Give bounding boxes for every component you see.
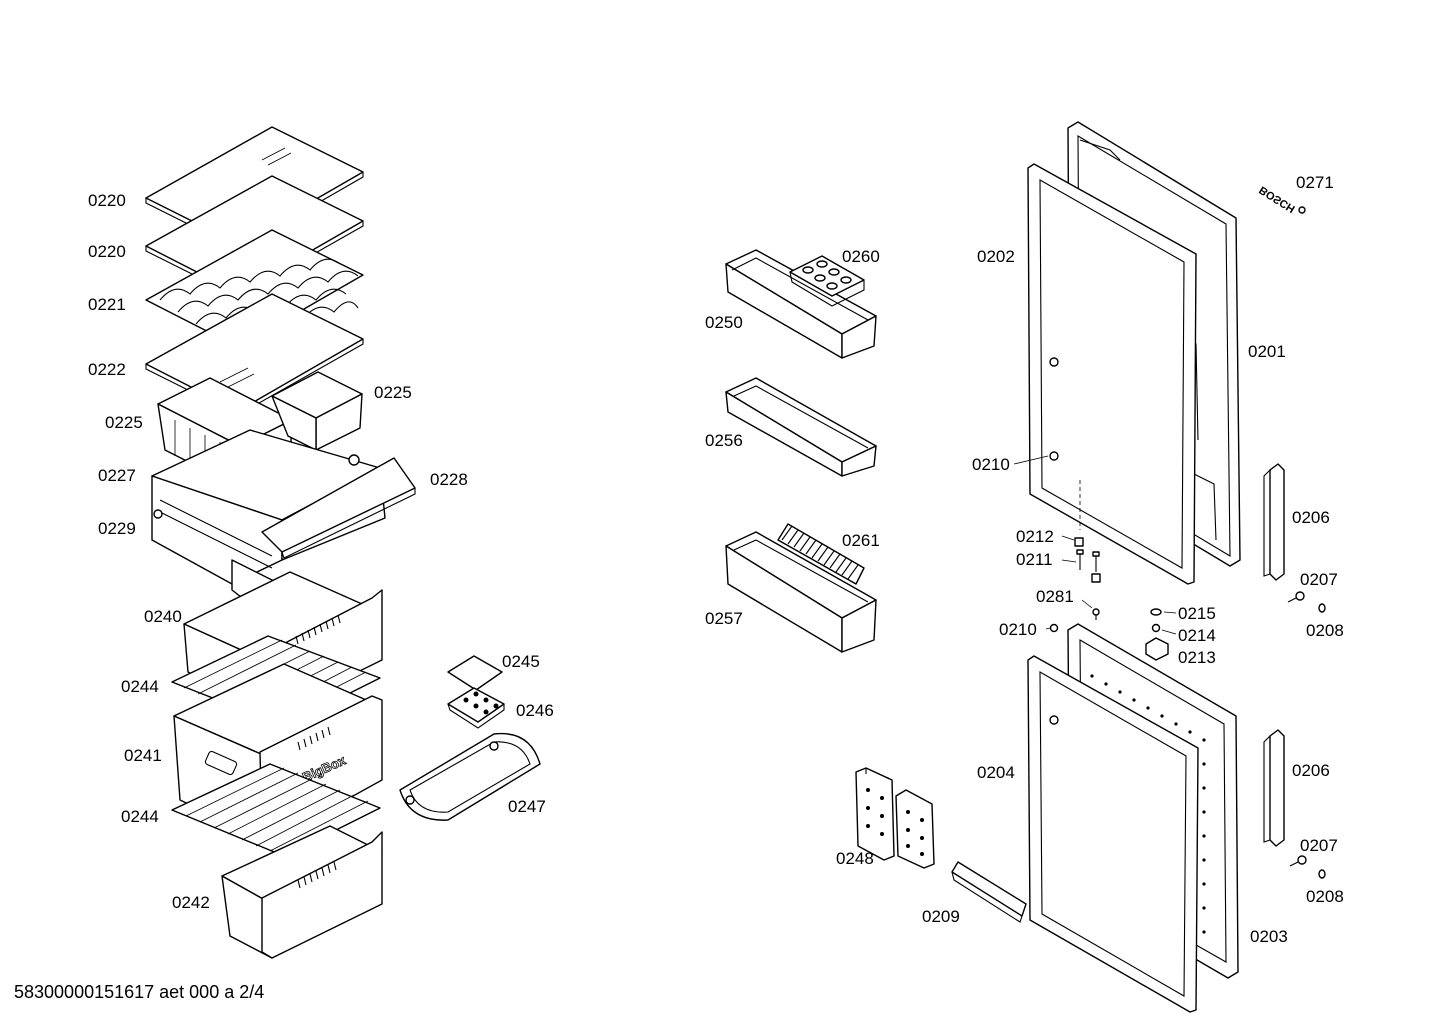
hinge-cap — [1092, 608, 1100, 620]
label-0229: 0229 — [98, 519, 136, 538]
label-0220-top: 0220 — [88, 191, 126, 210]
label-0248: 0248 — [836, 849, 874, 868]
ice-tray-dish — [399, 732, 541, 821]
label-0240: 0240 — [144, 607, 182, 626]
label-0260: 0260 — [842, 247, 880, 266]
handle-screw-lower — [1289, 855, 1307, 867]
bottle-retainer — [777, 523, 865, 585]
handle-cap-lower — [1318, 869, 1326, 879]
label-0257: 0257 — [705, 609, 743, 628]
label-0221: 0221 — [88, 295, 126, 314]
cover-strip — [951, 861, 1027, 923]
label-0214: 0214 — [1178, 626, 1216, 645]
hinge-pins — [1076, 549, 1101, 583]
label-0210-lower: 0210 — [999, 620, 1037, 639]
label-0204: 0204 — [977, 763, 1015, 782]
label-0250: 0250 — [705, 313, 743, 332]
hinge-block — [1145, 637, 1169, 661]
label-0245: 0245 — [502, 652, 540, 671]
label-0208-lower: 0208 — [1306, 887, 1344, 906]
upper-door-gasket — [1027, 163, 1197, 585]
drawer-0242 — [221, 825, 383, 959]
label-0271: 0271 — [1296, 173, 1334, 192]
door-shelf-0257 — [725, 531, 877, 653]
hinge-screw — [1151, 623, 1161, 633]
label-0201: 0201 — [1248, 342, 1286, 361]
label-0222: 0222 — [88, 360, 126, 379]
label-0206-upper: 0206 — [1292, 508, 1330, 527]
lower-door-stud — [1049, 623, 1059, 633]
cold-pack-left — [855, 767, 895, 861]
label-0211: 0211 — [1016, 550, 1053, 569]
handle-screw-upper — [1287, 591, 1305, 603]
label-0228: 0228 — [430, 470, 468, 489]
label-0225-left: 0225 — [105, 413, 143, 432]
label-0242: 0242 — [172, 893, 210, 912]
crisper-cover — [261, 457, 416, 559]
label-0215: 0215 — [1178, 604, 1216, 623]
lower-door-gasket — [1027, 655, 1199, 1013]
label-0220-second: 0220 — [88, 242, 126, 261]
door-shelf-0250 — [725, 249, 877, 359]
label-0207-lower: 0207 — [1300, 836, 1338, 855]
label-0247: 0247 — [508, 797, 546, 816]
upper-door-handle — [1263, 463, 1285, 581]
label-0227: 0227 — [98, 466, 136, 485]
label-0241: 0241 — [124, 746, 162, 765]
label-0212: 0212 — [1016, 527, 1054, 546]
cold-pack-right — [895, 789, 935, 869]
label-0244-lower: 0244 — [121, 807, 159, 826]
label-0203: 0203 — [1250, 927, 1288, 946]
label-0261: 0261 — [842, 531, 880, 550]
label-0244-upper: 0244 — [121, 677, 159, 696]
washer — [1150, 608, 1162, 616]
hinge-bushing — [1074, 537, 1084, 547]
leader-lines — [1013, 455, 1177, 635]
handle-cap-upper — [1318, 603, 1326, 613]
label-0213: 0213 — [1178, 648, 1216, 667]
label-0281: 0281 — [1036, 587, 1074, 606]
ice-cube-tray — [447, 687, 505, 729]
door-shelf-0256 — [725, 377, 877, 477]
label-0256: 0256 — [705, 431, 743, 450]
drawing-reference-footer: 58300000151617 aet 000 a 2/4 — [14, 982, 265, 1002]
label-0210-upper: 0210 — [972, 455, 1010, 474]
label-0225-right: 0225 — [374, 383, 412, 402]
label-0206-lower: 0206 — [1292, 761, 1330, 780]
badge-marking: BOSCH — [1257, 183, 1297, 214]
label-0202: 0202 — [977, 247, 1015, 266]
label-0209: 0209 — [922, 907, 960, 926]
lower-door-handle — [1263, 729, 1285, 847]
label-0208-upper: 0208 — [1306, 621, 1344, 640]
egg-tray — [789, 255, 865, 307]
label-0207-upper: 0207 — [1300, 570, 1338, 589]
label-0246: 0246 — [516, 701, 554, 720]
storage-box-right — [271, 371, 363, 451]
ice-tray-lid — [447, 655, 503, 691]
